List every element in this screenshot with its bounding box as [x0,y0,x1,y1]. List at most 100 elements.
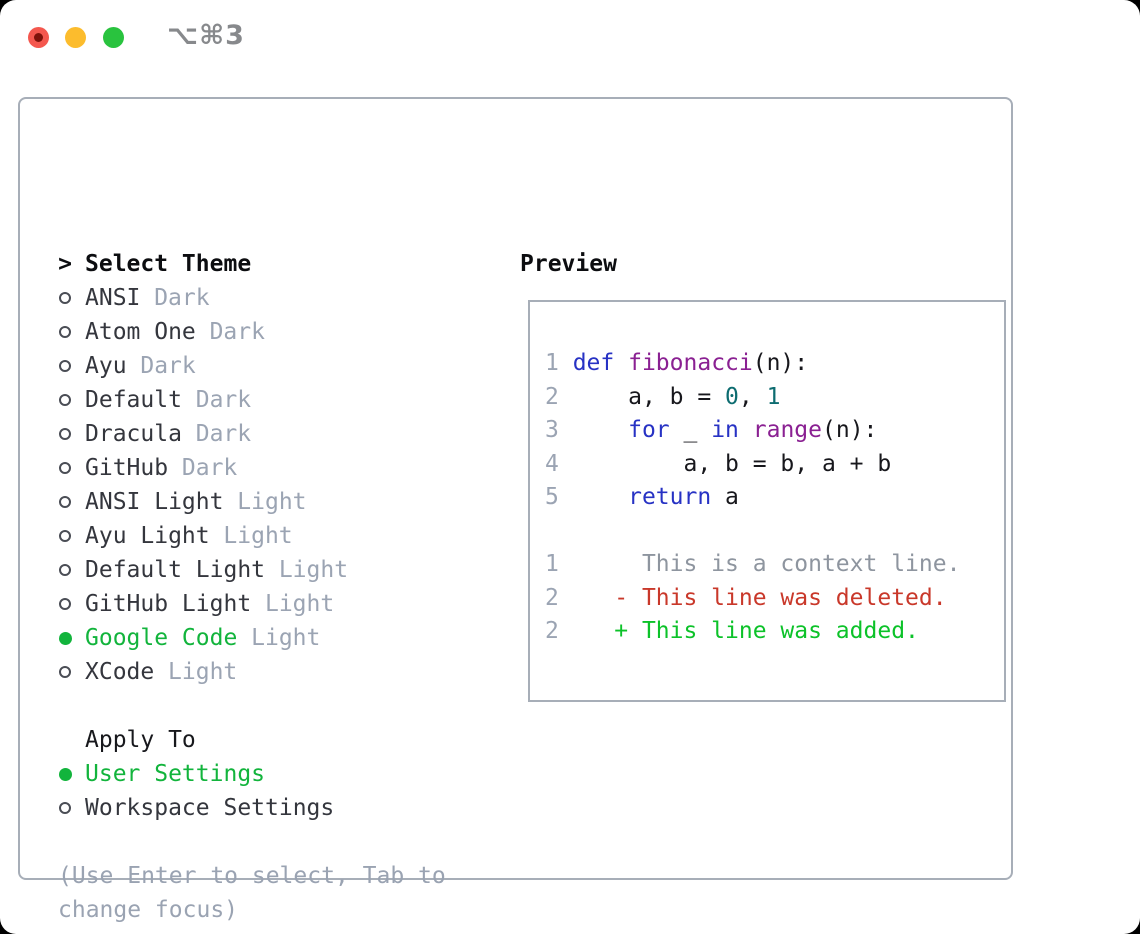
item-label: ANSI [85,285,141,311]
item-label: Dracula [85,421,182,447]
code-token-num: 1 [545,350,573,376]
code-token-num: 2 [545,584,573,611]
item-label: User Settings [85,761,266,787]
theme-option-ansi-dark[interactable]: ANSI Dark [58,281,348,315]
item-variant-label: Light [237,489,307,515]
item-variant-label: Dark [195,421,252,447]
code-line: 2 a, b = 0, 1 [545,381,960,415]
code-line: 1 def fibonacci(n): [545,347,960,381]
apply-option-workspace-settings[interactable]: Workspace Settings [58,791,348,825]
radio-unselected-icon [58,564,72,576]
code-line: 3 for _ in range(n): [545,414,960,448]
item-label: GitHub Light [85,591,252,617]
item-label: Google Code [85,625,238,651]
code-token-pln: , [738,383,767,410]
code-token-pln: (n): [752,350,809,376]
item-label: Select Theme [85,251,252,277]
code-token-fn: fibonacci [628,350,753,376]
preview-heading: Preview [520,251,617,277]
code-token-add: + This line was added. [572,618,919,644]
zoom-button[interactable] [103,27,124,48]
close-button[interactable] [28,27,49,48]
unsaved-indicator-dot [34,33,43,42]
code-token-pln [573,417,628,443]
item-variant-label: Light [251,625,321,651]
radio-selected-icon [58,767,72,781]
item-label: Default [85,387,182,413]
theme-option-atom-one-dark[interactable]: Atom One Dark [58,315,348,349]
theme-option-google-code-light[interactable]: Google Code Light [58,621,348,655]
code-token-num: 4 [545,450,573,477]
radio-unselected-icon [58,360,72,372]
item-label: XCode [85,659,155,685]
code-token-kwd: return [628,484,712,510]
code-token-pln [739,417,753,443]
item-label: Workspace Settings [85,795,335,821]
radio-unselected-icon [58,530,72,542]
window-title: ⌥⌘3 [167,20,245,51]
radio-unselected-icon [58,666,72,678]
apply-option-user-settings[interactable]: User Settings [58,757,348,791]
item-variant-label: Light [278,557,349,583]
code-token-pln [573,484,628,510]
code-line: 5 return a [545,481,960,515]
code-token-lit: 1 [766,383,781,410]
theme-option-github-light[interactable]: GitHub Light Light [58,587,348,621]
code-token-pln: _ [669,417,712,443]
radio-unselected-icon [58,802,72,814]
item-variant-label: Light [264,591,335,617]
code-token-pln: (n): [822,417,878,443]
item-label: Default Light [85,557,266,583]
code-token-kwd: in [711,417,739,443]
radio-unselected-icon [58,496,72,508]
spacer-row [58,689,348,723]
code-line: 2 + This line was added. [545,615,960,649]
theme-option-default-light[interactable]: Default Light Light [58,553,348,587]
code-token-kwd: for [628,417,670,443]
item-variant-label: Dark [140,353,196,379]
theme-option-github-dark[interactable]: GitHub Dark [58,451,348,485]
theme-option-ansi-light[interactable]: ANSI Light Light [58,485,348,519]
code-token-ctx: This is a context line. [572,551,961,577]
item-variant-label: Dark [209,319,265,345]
code-token-pln: a, b = [572,383,726,410]
item-label: Atom One [85,319,196,345]
cursor-arrow-icon: > [58,251,72,277]
code-token-num: 5 [545,484,573,510]
code-line [545,515,960,549]
code-token-pln: a, b = b, a + b [572,450,892,477]
code-token-del: - This line was deleted. [572,584,947,611]
item-label: ANSI Light [85,489,224,515]
radio-selected-icon [58,631,72,645]
code-token-num: 2 [545,618,573,644]
radio-unselected-icon [58,462,72,474]
apply-to-header: Apply To [58,723,348,757]
item-label: Ayu [85,353,127,379]
radio-unselected-icon [58,326,72,338]
code-token-num: 2 [545,383,573,410]
theme-option-dracula-dark[interactable]: Dracula Dark [58,417,348,451]
select-theme-header: > Select Theme [58,247,348,281]
theme-option-ayu-dark[interactable]: Ayu Dark [58,349,348,383]
item-label: Ayu Light [85,523,210,549]
code-token-num: 3 [545,417,573,443]
item-variant-label: Dark [154,285,210,311]
code-token-num: 1 [545,551,573,577]
radio-unselected-icon [58,292,72,304]
code-token-pln: a [711,484,739,510]
code-token-fn: range [752,417,822,443]
item-label: GitHub [85,455,169,481]
item-variant-label: Dark [181,455,238,481]
minimize-button[interactable] [65,27,86,48]
code-token-pln [614,350,628,376]
code-token-kwd: def [572,350,615,376]
